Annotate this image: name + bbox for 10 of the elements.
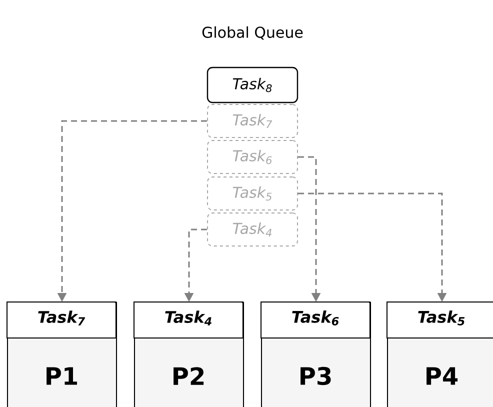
processor-box: Task$_{4}$ P2 [134,302,244,407]
queue-item: Task$_{5}$ [207,176,298,210]
queue-item: Task$_{8}$ [206,66,298,104]
title: Global Queue [202,26,303,40]
processor-box: Task$_{5}$ P4 [386,302,493,407]
processor-box: Task$_{6}$ P3 [260,302,371,407]
processor-box: Task$_{7}$ P1 [6,302,117,407]
queue-item: Task$_{4}$ [207,212,298,246]
queue-item: Task$_{6}$ [207,140,298,174]
queue-item: Task$_{7}$ [207,104,298,138]
